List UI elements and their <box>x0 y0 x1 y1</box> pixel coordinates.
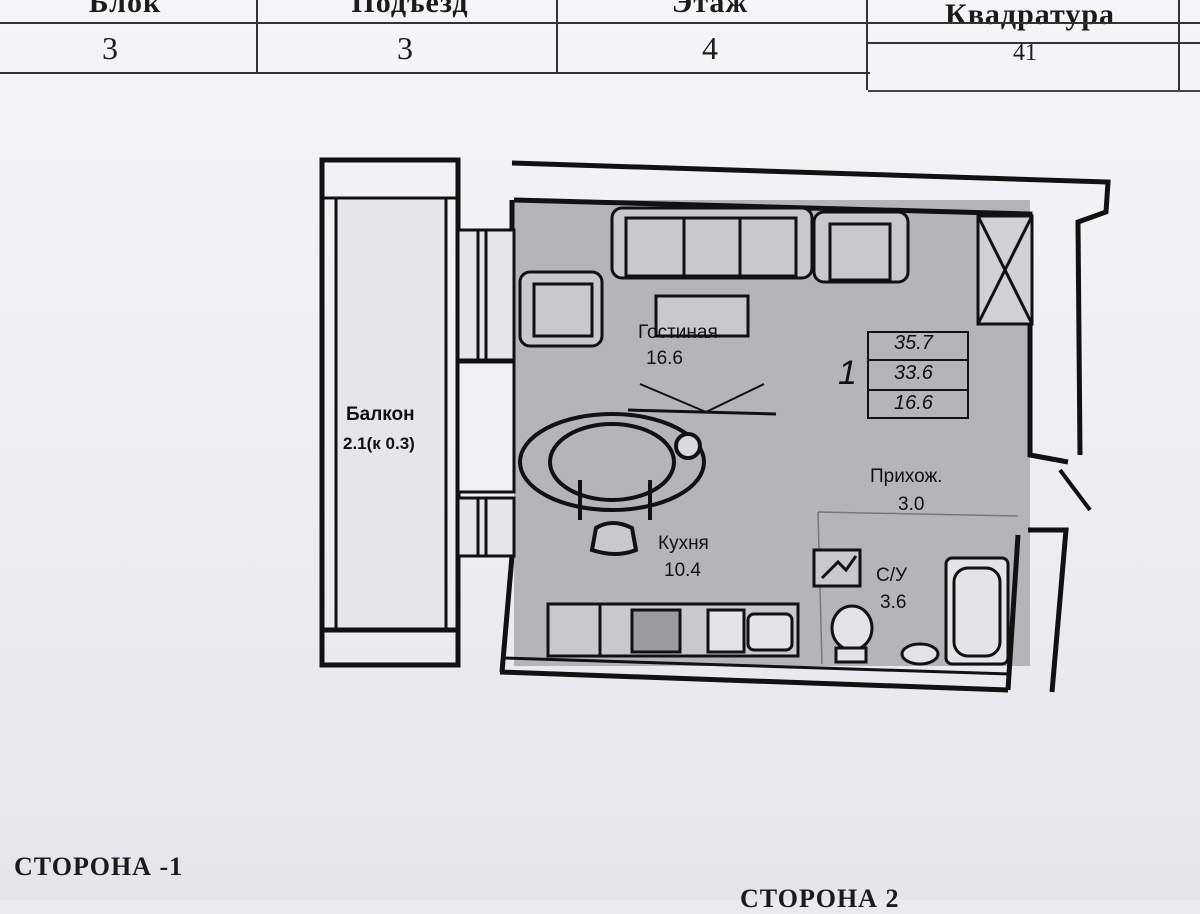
balcony <box>319 157 461 668</box>
col-block-value: 3 <box>102 30 118 66</box>
info-table: Блок Подъезд Этаж Квадратура 3 3 4 41 <box>0 0 1200 92</box>
side-2-label: СТОРОНА 2 <box>740 884 900 913</box>
table-col-divider <box>1178 0 1180 90</box>
living-furniture <box>627 294 777 416</box>
kitchen-counter <box>546 602 800 658</box>
col-floor-value: 4 <box>702 30 718 66</box>
room-living-name: Гостиная <box>638 322 718 343</box>
table-col-divider <box>556 0 558 72</box>
table-bottom-border-right <box>868 90 1200 92</box>
interior-walls <box>817 511 1019 665</box>
col-area-value: 41 <box>1013 40 1037 66</box>
room-living-area: 16.6 <box>646 348 683 369</box>
room-hall-name: Прихож. <box>870 466 943 487</box>
room-kitchen-area: 10.4 <box>664 560 701 581</box>
area-total: 35.7 <box>894 332 933 354</box>
room-hall-area: 3.0 <box>898 494 925 515</box>
side-1-label: СТОРОНА -1 <box>14 852 184 881</box>
col-entrance-heading: Подъезд <box>351 0 469 19</box>
balcony-openings <box>456 228 516 558</box>
room-kitchen-name: Кухня <box>658 533 709 554</box>
room-bathroom-name: С/У <box>876 565 908 586</box>
area-room: 16.6 <box>894 392 933 414</box>
area-living: 33.6 <box>894 362 933 384</box>
vent-shaft <box>976 214 1034 326</box>
col-block-heading: Блок <box>88 0 162 19</box>
room-balcony-area: 2.1(к 0.3) <box>343 434 415 453</box>
dining-set <box>518 412 706 556</box>
room-bathroom-area: 3.6 <box>880 592 907 613</box>
col-floor-heading: Этаж <box>671 0 749 19</box>
bathroom-fixtures <box>812 548 1010 666</box>
area-box <box>867 331 969 419</box>
table-bottom-border <box>0 72 870 74</box>
table-row-divider <box>0 22 1200 24</box>
table-col-divider <box>256 0 258 72</box>
armchair <box>518 270 604 348</box>
sofa <box>610 206 910 284</box>
room-balcony-name: Балкон <box>346 404 415 425</box>
table-row-divider-right <box>868 42 1200 44</box>
col-area-heading: Квадратура <box>944 0 1116 31</box>
apartment-number: 1 <box>838 354 857 392</box>
col-entrance-value: 3 <box>397 30 413 66</box>
table-col-divider <box>866 0 868 90</box>
